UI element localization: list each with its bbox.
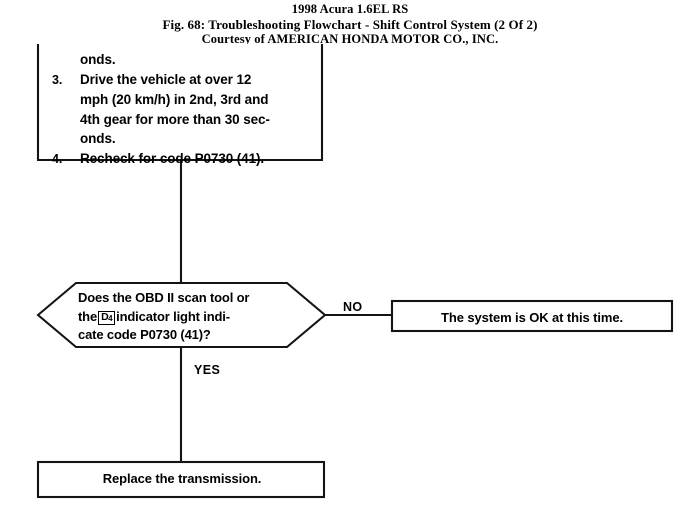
step-line-1-text: Drive the vehicle at over 12: [80, 71, 252, 87]
step-line-5: 4. Recheck for code P0730 (41).: [52, 149, 314, 170]
system-ok-box-text: The system is OK at this time.: [441, 310, 623, 325]
header-figure-caption: Fig. 68: Troubleshooting Flowchart - Shi…: [162, 17, 538, 32]
edge-label-yes: YES: [194, 363, 221, 377]
step-line-4-text: onds.: [80, 131, 116, 146]
replace-transmission-box-outline: [36, 460, 326, 499]
decision-line-2-suffix: indicator light indi-: [116, 308, 230, 324]
step-line-3-text: 4th gear for more than 30 sec-: [80, 111, 270, 127]
page-header: 1998 Acura 1.6EL RS Fig. 68: Troubleshoo…: [0, 2, 700, 47]
step-line-5-number: 4.: [52, 151, 63, 166]
procedure-steps-box: onds. 3. Drive the vehicle at over 12 mph…: [52, 50, 314, 169]
decision-line-1: Does the OBD II scan tool or: [78, 290, 250, 305]
d4-indicator-icon: D4: [98, 310, 116, 325]
step-line-0-text: onds.: [80, 52, 116, 67]
d4-indicator-subscript: 4: [108, 313, 113, 323]
system-ok-box-outline: [390, 299, 674, 333]
step-line-2-text: mph (20 km/h) in 2nd, 3rd and: [80, 92, 269, 107]
header-courtesy-line: Courtesy of AMERICAN HONDA MOTOR CO., IN…: [201, 32, 499, 46]
header-vehicle-title: 1998 Acura 1.6EL RS: [291, 2, 409, 16]
decision-line-2-prefix: the: [78, 308, 98, 324]
step-line-1-number: 3.: [52, 72, 63, 87]
decision-line-3: cate code P0730 (41)?: [78, 327, 211, 342]
replace-transmission-box-text: Replace the transmission.: [102, 471, 262, 486]
step-line-1: 3. Drive the vehicle at over 12: [52, 70, 314, 91]
edge-label-no: NO: [343, 300, 363, 314]
step-line-5-text: Recheck for code P0730 (41).: [80, 150, 265, 166]
